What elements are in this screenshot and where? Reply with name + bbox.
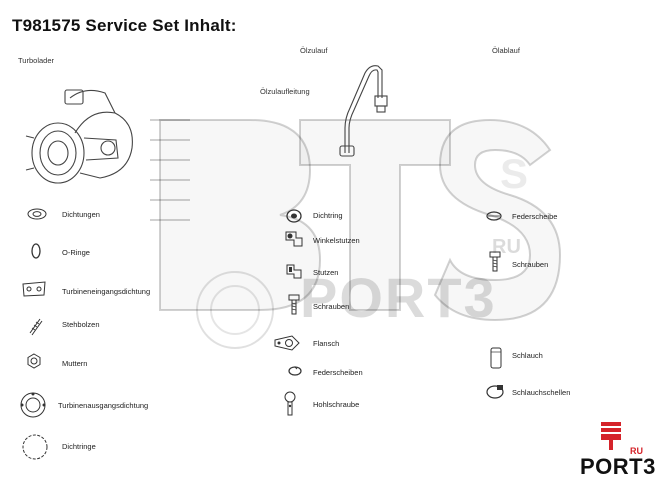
right-item-label: Federscheibe [512,212,558,221]
bts-watermark: S [150,118,562,349]
stud-icon [29,318,43,336]
banjo-bolt-icon [284,391,296,416]
middle-item-label: Schrauben [313,302,350,311]
left-item-label: Turbineneingangsdichtung [62,287,151,296]
spring-washer-icon [288,366,302,376]
port3-watermark: PORT3 [300,266,497,329]
flange-icon [274,335,300,351]
hose-clamp-icon [486,385,504,399]
port3-logo: PORT3 RU [580,420,655,482]
svg-text:S: S [500,150,528,197]
section-oelablauf: Ölablauf [492,46,520,55]
section-oelzulaufleitung: Ölzulaufleitung [260,87,310,96]
elbow-fitting-icon [285,231,303,247]
seal-ring-icon [22,434,48,460]
gasket-icon [27,208,47,220]
left-item-label: Dichtungen [62,210,100,219]
middle-item-label: Stutzen [313,268,339,277]
left-item-label: Muttern [62,359,88,368]
nut-icon [27,353,41,369]
middle-item-label: Hohlschraube [313,400,360,409]
middle-item-label: Federscheiben [313,368,363,377]
section-turbolader: Turbolader [18,56,54,65]
piston-icon [601,422,621,450]
right-item-label: Schrauben [512,260,549,269]
left-item-label: Stehbolzen [62,320,100,329]
o-ring-icon [31,243,41,259]
seal-ring-icon [286,209,302,223]
middle-item-label: Winkelstutzen [313,236,360,245]
middle-item-label: Flansch [313,339,340,348]
turbocharger-icon [25,89,133,184]
middle-item-label: Dichtring [313,211,343,220]
left-item-label: Dichtringe [62,442,96,451]
right-item-label: Schlauch [512,351,543,360]
bolt-icon [288,294,300,315]
gasket-icon [22,281,46,297]
hose-icon [490,347,502,369]
logo-text: PORT3 [580,454,656,479]
section-oelzulauf: Ölzulauf [300,46,328,55]
left-item-label: O-Ringe [62,248,90,257]
right-item-label: Schlauchschellen [512,388,571,397]
oil-feed-pipe-icon [339,65,388,157]
left-item-label: Turbinenausgangsdichtung [58,401,149,410]
spring-washer-icon [486,211,502,221]
bolt-icon [489,251,501,272]
ring-gasket-icon [20,392,46,418]
page-title: T981575 Service Set Inhalt: [12,16,237,35]
logo-ru: RU [630,446,643,456]
fitting-icon [286,264,302,279]
